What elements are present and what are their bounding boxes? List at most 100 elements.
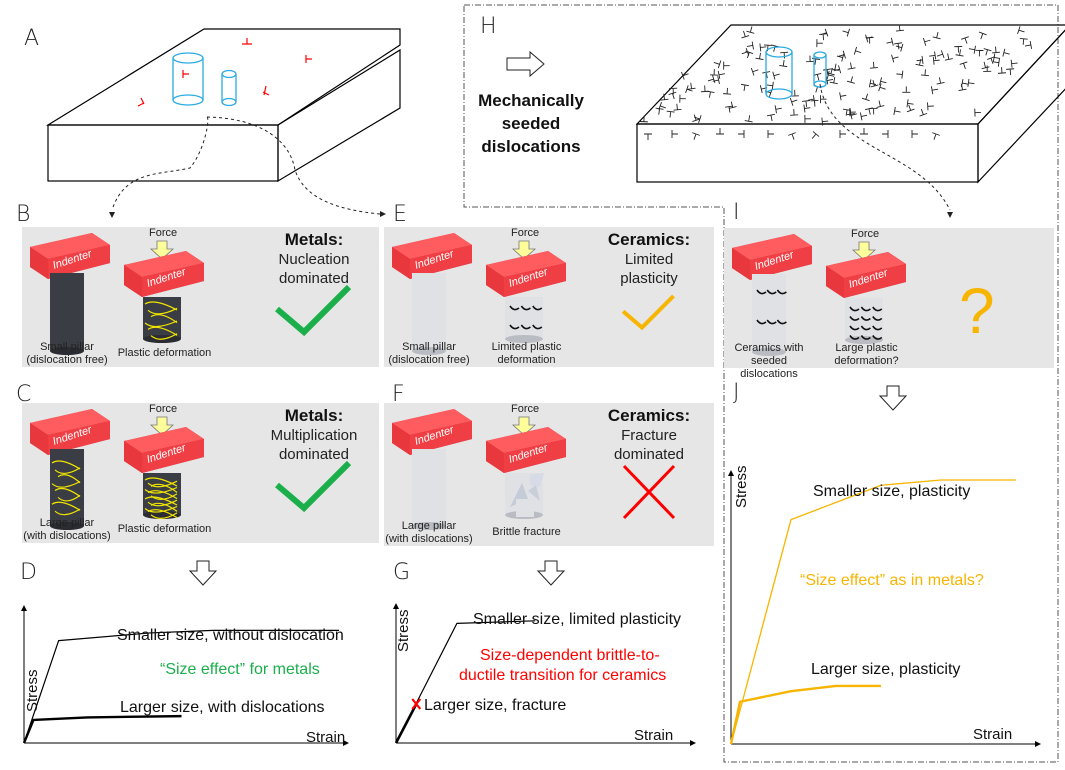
dislocation-symbol (876, 100, 885, 108)
caption-line: Plastic deformation (117, 523, 212, 535)
x-axis-arrowhead (343, 740, 349, 746)
dislocation-symbol (906, 104, 915, 113)
dislocation-symbol (723, 61, 730, 70)
dislocation-symbol (847, 62, 856, 70)
dislocation-lines (849, 306, 883, 340)
dislocation-symbol (842, 28, 850, 37)
mechanism-line: Multiplication (270, 427, 358, 444)
h-caption-line: seeded (501, 114, 561, 133)
metal-pillar (143, 297, 181, 343)
block-H (635, 24, 1065, 218)
dislocation-lines (509, 305, 543, 330)
dislocation-symbol (967, 78, 975, 87)
dislocation-lines (51, 460, 81, 516)
cross-icon (622, 464, 676, 520)
dislocation-symbol (992, 46, 1001, 54)
mechanism-line: dominated (278, 446, 350, 463)
chart-G-annotation: ductile transition for ceramics (459, 667, 667, 684)
dislocation-symbol (929, 51, 937, 60)
dislocation-symbol (896, 70, 904, 79)
dislocation-symbol (893, 106, 901, 115)
chart-J-annotation: “Size effect” as in metals? (800, 572, 984, 589)
dislocation-symbol (1010, 59, 1018, 68)
indenter: Indenter (124, 251, 204, 297)
dislocation-symbol (713, 60, 722, 69)
force-label: Force (851, 228, 880, 240)
chart-D-series-label: Larger size, with dislocations (120, 699, 325, 716)
dislocation-symbol (813, 72, 822, 81)
pillar-outlines (765, 46, 827, 100)
series-line (394, 703, 418, 744)
dislocation-symbol (849, 108, 856, 117)
dislocation-symbol (865, 34, 873, 43)
dislocation-symbol (717, 70, 725, 79)
dislocation-symbol (1019, 37, 1028, 45)
ceramic-pillar (752, 274, 786, 356)
dislocation-symbol (740, 83, 750, 92)
fracture-marker-icon (411, 698, 422, 710)
dislocation-symbol (839, 130, 846, 138)
chart-J-ylabel: Stress (733, 465, 750, 508)
chart-G-series-label: Larger size, fracture (424, 697, 567, 714)
label-I: I (733, 200, 740, 225)
force-arrow-icon (851, 241, 877, 261)
dislocation-symbol (1002, 48, 1010, 57)
seeded-dislocations (639, 24, 1033, 140)
dislocation-symbol (870, 80, 879, 88)
force-arrow-icon (149, 240, 175, 260)
ceramic-pillar (412, 449, 446, 530)
dislocation-symbol (692, 132, 700, 140)
indenter: Indenter (30, 409, 110, 455)
dislocation-symbol (978, 31, 987, 40)
caption-line: Small pillar (402, 341, 456, 353)
dislocation-symbol (893, 42, 903, 50)
dislocation-symbol (846, 108, 855, 116)
dislocation-symbol (983, 65, 992, 72)
caption-line: Ceramics with (734, 342, 804, 354)
dislocation-symbol (960, 78, 969, 88)
indenter: Indenter (486, 427, 566, 473)
dislocation-lines (144, 477, 178, 519)
arrow-right-icon (506, 50, 545, 78)
ceramic-pillar (505, 297, 543, 343)
label-J: J (733, 380, 740, 405)
dislocation-symbol (826, 70, 835, 79)
material-title: Metals: (284, 230, 344, 249)
series-line (22, 714, 182, 744)
x-axis-arrowhead (690, 740, 696, 746)
dislocation-symbol (1024, 40, 1033, 49)
dislocation-symbol (987, 56, 995, 64)
dislocation-symbol (779, 60, 788, 68)
dislocation-symbol (895, 24, 904, 32)
force-label: Force (511, 227, 540, 239)
mechanism-line: dominated (278, 270, 350, 287)
dislocation-symbol (859, 112, 868, 121)
mechanism-label: Multiplication dominated (249, 426, 379, 464)
dislocation-symbol (744, 115, 753, 123)
chart-D (21, 605, 349, 746)
arrow-A-to-B (111, 116, 209, 211)
caption-left: Small pillar(dislocation free) (22, 341, 112, 367)
dislocation-symbol (644, 133, 652, 140)
caption-right: Brittle fracture (479, 526, 574, 539)
x-axis-arrowhead (1035, 741, 1041, 747)
dislocation-symbol (681, 71, 689, 80)
dislocation-symbol (712, 76, 720, 85)
label-C: C (16, 382, 32, 407)
pillar-outlines (172, 52, 237, 107)
arrowhead (380, 211, 386, 217)
mechanism-line: dominated (613, 446, 685, 463)
indenter: Indenter (30, 233, 110, 279)
dislocation-symbol (1017, 26, 1025, 35)
dislocation-symbol (710, 69, 719, 76)
label-G: G (393, 560, 411, 585)
force-arrow-icon (511, 416, 537, 436)
dislocation-symbol (955, 49, 964, 57)
